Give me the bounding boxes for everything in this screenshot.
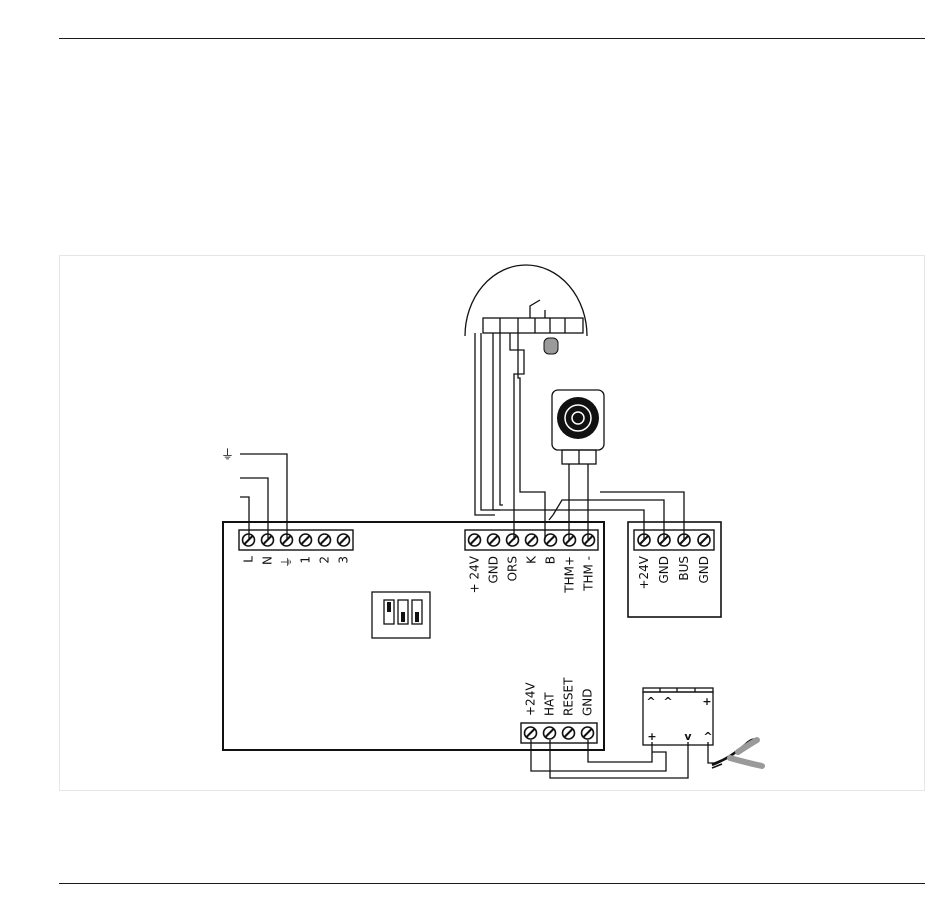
mains-wires: [240, 454, 287, 540]
switch-top-mark: ^: [646, 695, 655, 708]
terminal-screw-icon: [300, 534, 312, 546]
pliers-icon: [712, 740, 762, 768]
terminal-label: 2: [318, 556, 332, 564]
terminal-label: BUS: [677, 556, 691, 581]
terminal-label: 3: [337, 556, 351, 564]
switch-top-mark: ^: [663, 695, 672, 708]
bus-terminal-strip: +24V GND BUS GND: [634, 530, 714, 590]
sensor-dome: [465, 265, 587, 354]
terminal-label: B: [544, 556, 558, 564]
terminal-screw-icon: [582, 727, 594, 739]
switch-top-mark: +: [702, 695, 711, 708]
terminal-screw-icon: [507, 534, 519, 546]
terminal-screw-icon: [698, 534, 710, 546]
terminal-label: 1: [299, 556, 313, 564]
terminal-screw-icon: [544, 727, 556, 739]
terminal-screw-icon: [525, 727, 537, 739]
ground-input-label: ⏚: [221, 448, 234, 463]
bottom-terminal-strip: +24V HAT RESET GND: [521, 677, 597, 743]
terminal-screw-icon: [319, 534, 331, 546]
dip-switch: [372, 592, 430, 638]
reset-wires: [531, 740, 714, 778]
terminal-label: GND: [581, 688, 595, 716]
terminal-label: L: [242, 556, 256, 563]
terminal-label: THM+: [563, 556, 577, 594]
terminal-label: HAT: [543, 692, 557, 716]
terminal-screw-icon: [469, 534, 481, 546]
terminal-screw-icon: [526, 534, 538, 546]
terminal-label: ORS: [506, 556, 520, 581]
terminal-label: GND: [697, 556, 711, 584]
terminal-label: N: [261, 556, 275, 565]
terminal-label: RESET: [562, 677, 576, 716]
terminal-label: ⏚: [280, 556, 294, 568]
sounder-device: [552, 390, 604, 464]
switch-bottom-mark: ^: [703, 730, 712, 743]
terminal-label: +24V: [524, 682, 538, 716]
sensor-led-icon: [544, 338, 558, 354]
terminal-label: GND: [657, 556, 671, 584]
ground-input-icon: ⏚: [221, 448, 234, 463]
terminal-label: THM -: [582, 556, 596, 592]
terminal-screw-icon: [545, 534, 557, 546]
terminal-label: +24V: [637, 555, 651, 589]
terminal-label: GND: [487, 556, 501, 584]
terminal-label: + 24V: [468, 555, 482, 593]
switch-bottom-mark: +: [647, 730, 656, 743]
terminal-screw-icon: [488, 534, 500, 546]
terminal-screw-icon: [563, 727, 575, 739]
terminal-screw-icon: [338, 534, 350, 546]
switch-bottom-mark: v: [684, 730, 692, 743]
terminal-label: K: [525, 555, 539, 564]
